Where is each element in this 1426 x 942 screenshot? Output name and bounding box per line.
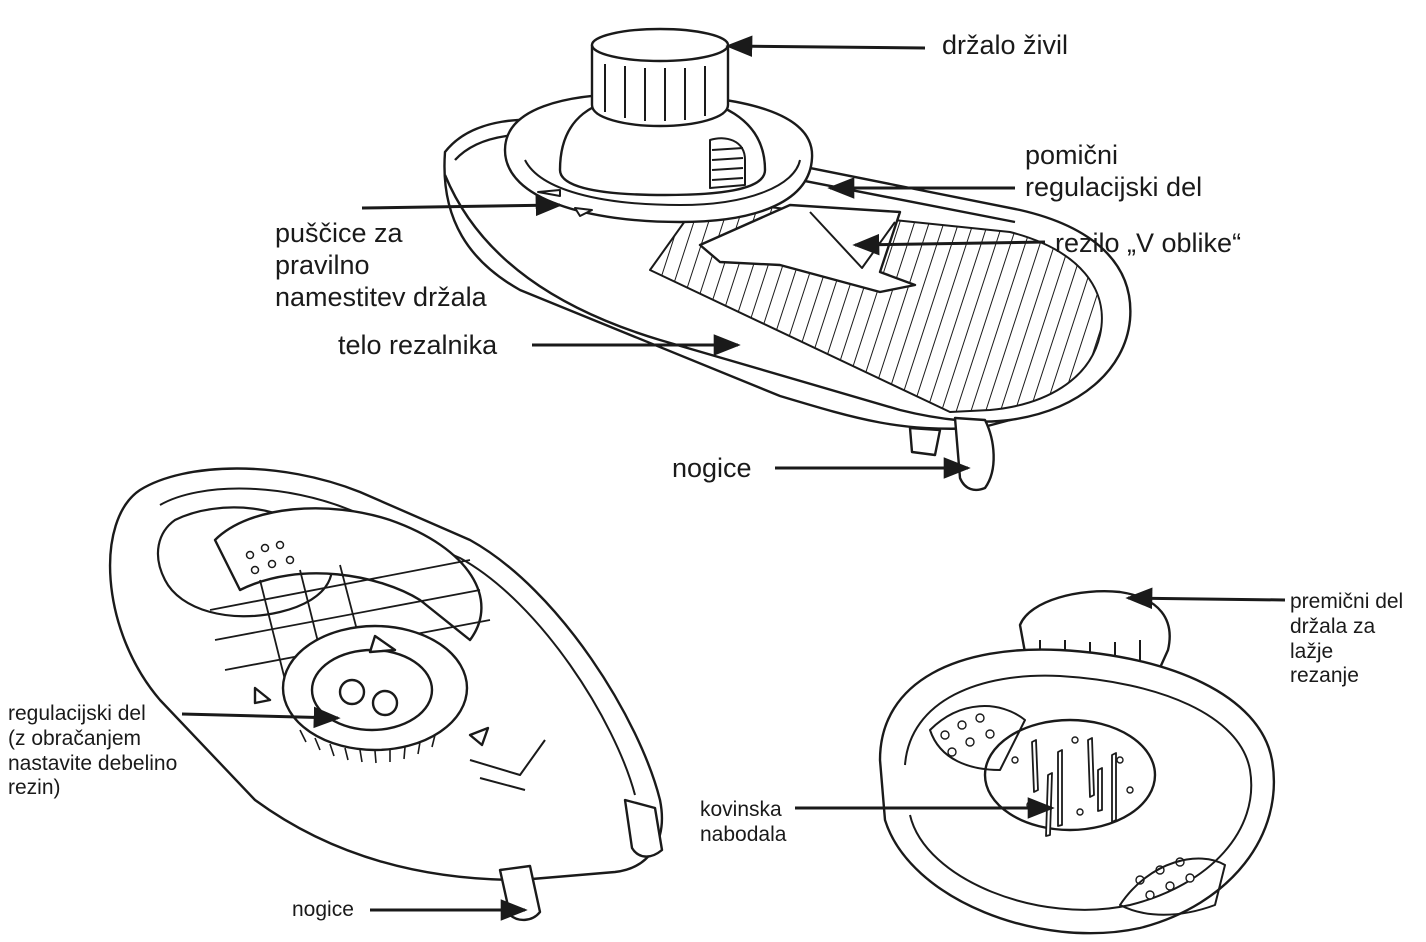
underside-arrow-mark — [368, 634, 397, 654]
foot-shape-top — [953, 416, 995, 492]
label-slicer-body: telo rezalnika — [338, 330, 498, 360]
alignment-mark — [537, 189, 561, 197]
holder-under-pad — [929, 705, 1026, 771]
underside-v-blade — [469, 739, 546, 791]
holder-bowl-inner — [524, 159, 801, 206]
label-movable-holder-part: premični del držala za lažje rezanje — [1290, 590, 1404, 688]
label-alignment-arrows: puščice za pravilno namestitev držala — [275, 218, 487, 312]
label-food-holder: držalo živil — [942, 30, 1069, 60]
holder-under-inner — [904, 674, 1253, 911]
holder-under-pad-2 — [1119, 857, 1226, 916]
label-feet-top: nogice — [672, 453, 752, 483]
arrow-food-holder — [725, 35, 926, 58]
v-blade-edge — [809, 211, 896, 269]
underside-arrow-mark-3 — [468, 726, 490, 747]
arrow-alignment — [361, 194, 563, 217]
underside-foot-2 — [623, 798, 664, 858]
slicer-underside-view — [108, 467, 664, 922]
label-adjuster-part: regulacijski del (z obračanjem nastavite… — [8, 702, 178, 800]
label-feet-bottom: nogice — [292, 898, 354, 921]
alignment-mark-2 — [574, 207, 593, 217]
holder-grip-ribs — [604, 64, 706, 121]
underside-arrow-mark-2 — [253, 686, 272, 705]
label-movable-adjuster: pomični regulacijski del — [1025, 140, 1203, 202]
underside-dots — [245, 540, 295, 575]
holder-grip-top — [590, 27, 730, 63]
label-metal-spikes: kovinska nabodala — [700, 798, 787, 846]
slicer-top-view — [443, 27, 1132, 492]
holder-under-spikes — [1031, 737, 1117, 837]
arrow-v-blade — [852, 233, 1046, 256]
arrow-movable-holder — [1125, 587, 1286, 610]
adjuster-dial-hole — [338, 678, 366, 706]
foot-shape-top-2 — [908, 426, 942, 457]
leader-arrows — [181, 35, 1286, 921]
adjuster-dial-teeth — [299, 729, 436, 764]
holder-underside-view — [878, 590, 1276, 935]
arrow-adjuster-part — [181, 706, 341, 729]
holder-window — [709, 137, 746, 189]
v-blade-shape — [698, 203, 917, 294]
adjuster-dial-hole-2 — [371, 689, 399, 717]
holder-under-plate — [983, 718, 1157, 832]
label-v-blade: rezilo „V oblike“ — [1055, 228, 1242, 258]
underside-rim — [159, 487, 636, 796]
